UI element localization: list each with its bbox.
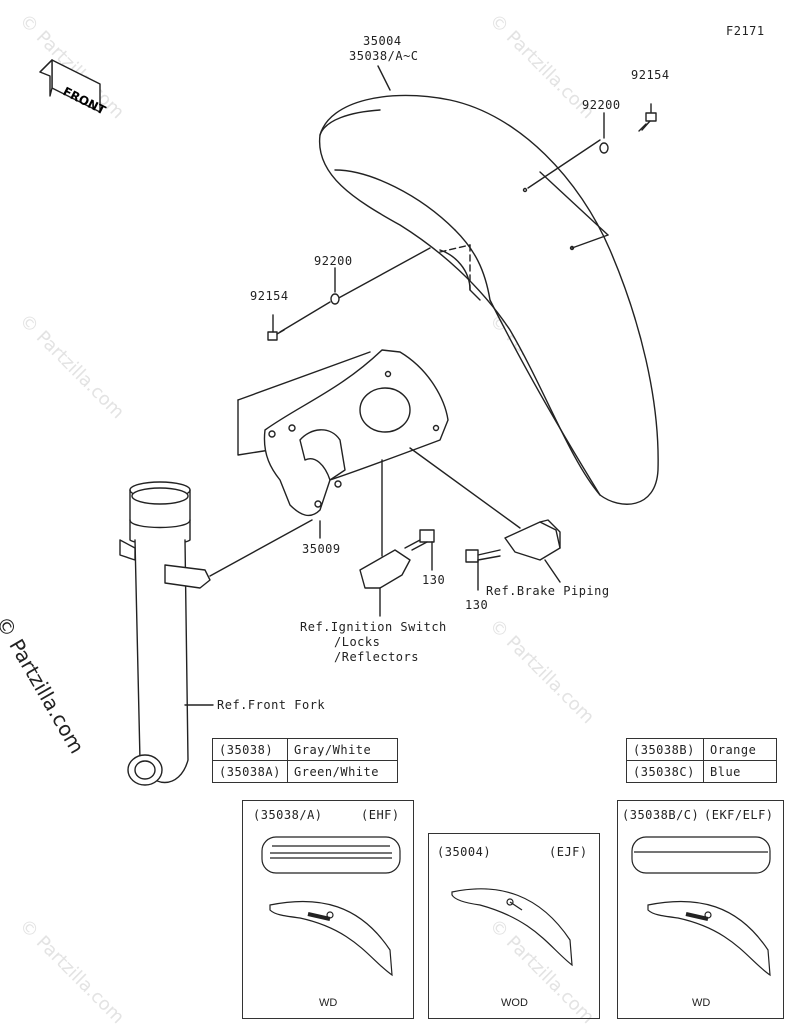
color-name: Orange <box>703 738 777 761</box>
color-code: (35038C) <box>626 760 704 783</box>
brake-piping-clamp <box>504 519 561 583</box>
panel-code: (35004) <box>437 845 492 859</box>
ref-ignition-switch: Ref.Ignition Switch <box>300 620 447 634</box>
front-fender <box>318 94 659 505</box>
ref-locks: /Locks <box>334 635 381 649</box>
color-name: Gray/White <box>287 738 398 761</box>
color-code: (35038B) <box>626 738 704 761</box>
variant-panel-1: (35038/A) (EHF) WD <box>242 800 414 1019</box>
front-arrow-icon <box>39 59 101 113</box>
table-row: (35038C) Blue <box>626 760 777 783</box>
panel-variant: (EHF) <box>361 808 400 822</box>
panel-code: (35038/A) <box>253 808 323 822</box>
part-label-92200-lower[interactable]: 92200 <box>314 254 353 268</box>
panel1-top-view <box>261 836 401 874</box>
variant-panel-3: (35038B/C) (EKF/ELF) WD <box>617 800 784 1019</box>
panel-code: (35038B/C) <box>622 808 700 822</box>
bolt-130-right <box>465 549 501 591</box>
panel2-side-view <box>451 888 573 967</box>
panel-tag: WOD <box>501 997 528 1009</box>
color-code: (35038) <box>212 738 288 761</box>
ref-brake-piping: Ref.Brake Piping <box>486 584 610 598</box>
part-label-92200-upper[interactable]: 92200 <box>582 98 621 112</box>
panel1-side-view <box>269 900 393 977</box>
table-row: (35038B) Orange <box>626 738 777 761</box>
part-label-35009[interactable]: 35009 <box>302 542 341 556</box>
color-code: (35038A) <box>212 760 288 783</box>
bolt-lower-left <box>267 314 285 341</box>
part-label-130-right[interactable]: 130 <box>465 598 489 612</box>
washer-lower-left <box>330 267 340 305</box>
figure-code: F2171 <box>726 24 765 38</box>
panel3-side-view <box>647 900 771 977</box>
ref-front-fork: Ref.Front Fork <box>217 698 326 712</box>
part-label-92154-upper[interactable]: 92154 <box>631 68 670 82</box>
variant-panel-2: (35004) (EJF) WOD <box>428 833 600 1019</box>
color-name: Green/White <box>287 760 398 783</box>
part-label-35038[interactable]: 35038/A~C <box>349 49 419 63</box>
ref-reflectors: /Reflectors <box>334 650 419 664</box>
bolt-130-center <box>404 529 435 571</box>
part-label-35004[interactable]: 35004 <box>363 34 402 48</box>
ignition-bracket <box>359 549 411 617</box>
fender-bracket <box>237 349 521 557</box>
panel-variant: (EJF) <box>549 845 588 859</box>
washer-upper-right <box>599 112 609 154</box>
part-label-92154-lower[interactable]: 92154 <box>250 289 289 303</box>
panel3-top-view <box>631 836 771 874</box>
color-table-right: (35038B) Orange (35038C) Blue <box>626 738 777 783</box>
part-label-130-center[interactable]: 130 <box>422 573 446 587</box>
panel-variant: (EKF/ELF) <box>704 808 774 822</box>
color-name: Blue <box>703 760 777 783</box>
table-row: (35038A) Green/White <box>212 760 398 783</box>
mount-guide-lines <box>279 139 609 333</box>
panel-tag: WD <box>319 997 338 1009</box>
bolt-upper-right <box>638 103 657 132</box>
color-table-left: (35038) Gray/White (35038A) Green/White <box>212 738 398 783</box>
front-fork <box>119 481 313 786</box>
table-row: (35038) Gray/White <box>212 738 398 761</box>
panel-tag: WD <box>692 997 711 1009</box>
